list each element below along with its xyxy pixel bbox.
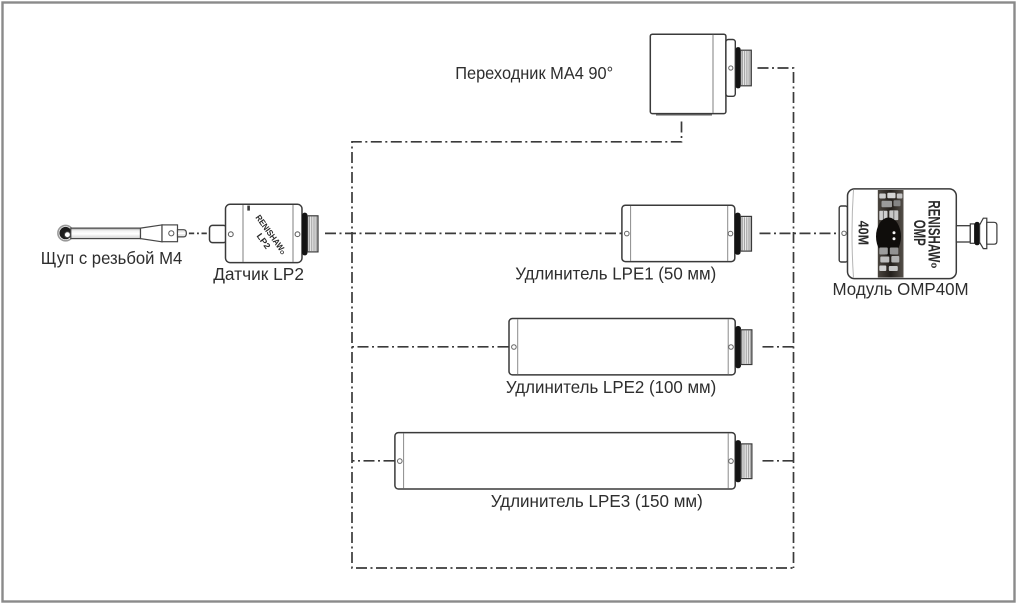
svg-text:OMP: OMP [910,220,928,246]
svg-text:Модуль OMP40M: Модуль OMP40M [833,279,969,299]
svg-text:Переходник MA4 90°: Переходник MA4 90° [455,63,613,83]
svg-text:RENISHAW: RENISHAW [925,200,943,262]
svg-text:Удлинитель LPE3 (150 мм): Удлинитель LPE3 (150 мм) [491,491,703,511]
svg-text:Щуп с резьбой M4: Щуп с резьбой M4 [41,248,183,268]
svg-text:Датчик LP2: Датчик LP2 [213,264,304,284]
svg-text:Удлинитель LPE1 (50 мм): Удлинитель LPE1 (50 мм) [515,263,716,283]
svg-text:40M: 40M [855,221,872,246]
svg-text:Удлинитель LPE2 (100 мм): Удлинитель LPE2 (100 мм) [506,377,716,397]
